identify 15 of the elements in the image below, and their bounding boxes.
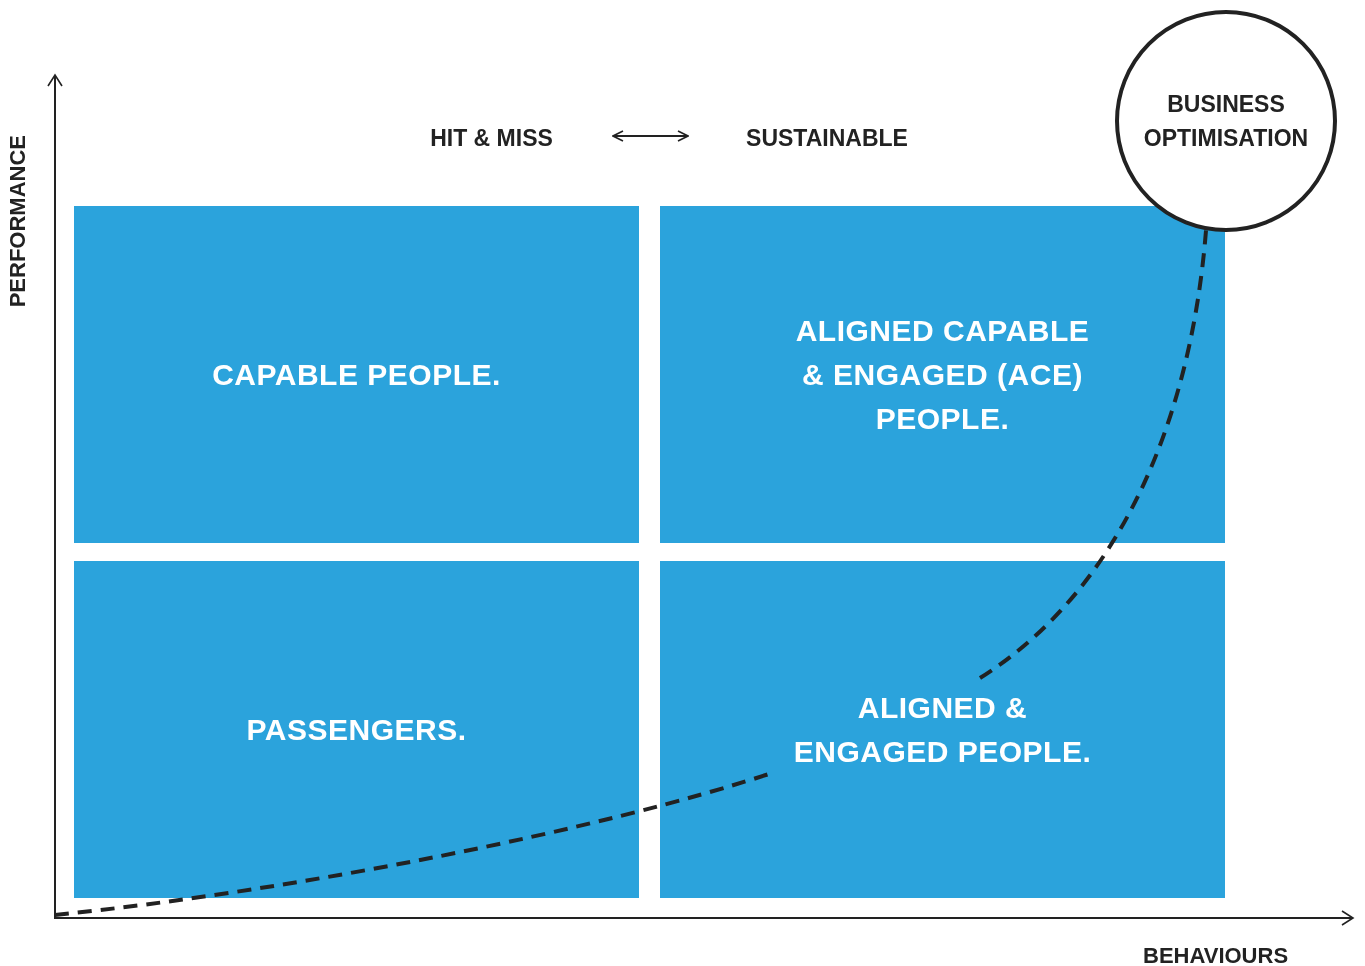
scale-label: SUSTAINABLE (738, 122, 916, 154)
quadrant-box (74, 206, 639, 543)
quadrant-label: ALIGNED CAPABLE & ENGAGED (ACE) PEOPLE. (794, 312, 1091, 437)
quadrant-box (74, 561, 639, 898)
axis-title: PERFORMANCE (5, 135, 31, 308)
growth-curve (53, 228, 1208, 917)
double-arrow (612, 130, 689, 142)
scale-label: HIT & MISS (420, 122, 563, 154)
quadrant-box (660, 206, 1225, 543)
circle-label: BUSINESS OPTIMISATION (1142, 90, 1310, 153)
quadrant-label: PASSENGERS. (246, 711, 467, 748)
axis-title: BEHAVIOURS (1143, 943, 1289, 966)
quadrant-label: ALIGNED & ENGAGED PEOPLE. (792, 689, 1093, 770)
quadrant-label: CAPABLE PEOPLE. (212, 356, 501, 393)
quadrant-box (660, 561, 1225, 898)
